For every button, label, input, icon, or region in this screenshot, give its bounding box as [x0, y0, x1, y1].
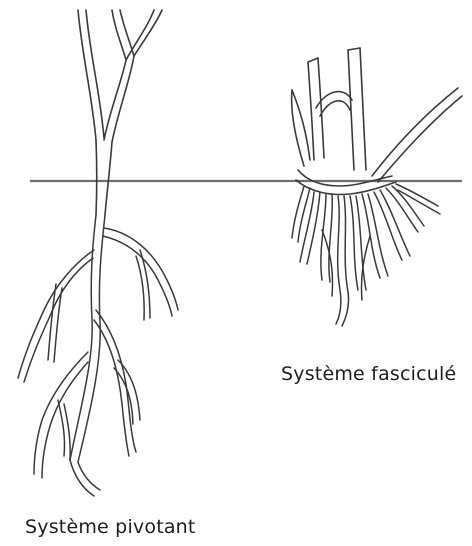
fasciculate-system-caption: Système fasciculé	[281, 363, 456, 385]
fasciculate-roots	[292, 184, 440, 326]
taproot-system-caption: Système pivotant	[25, 516, 196, 538]
taproot-roots	[18, 215, 178, 496]
fasciculate-plant	[292, 48, 462, 326]
taproot-stem	[78, 10, 162, 215]
fasciculate-stems	[292, 48, 462, 194]
taproot-plant	[18, 10, 178, 496]
